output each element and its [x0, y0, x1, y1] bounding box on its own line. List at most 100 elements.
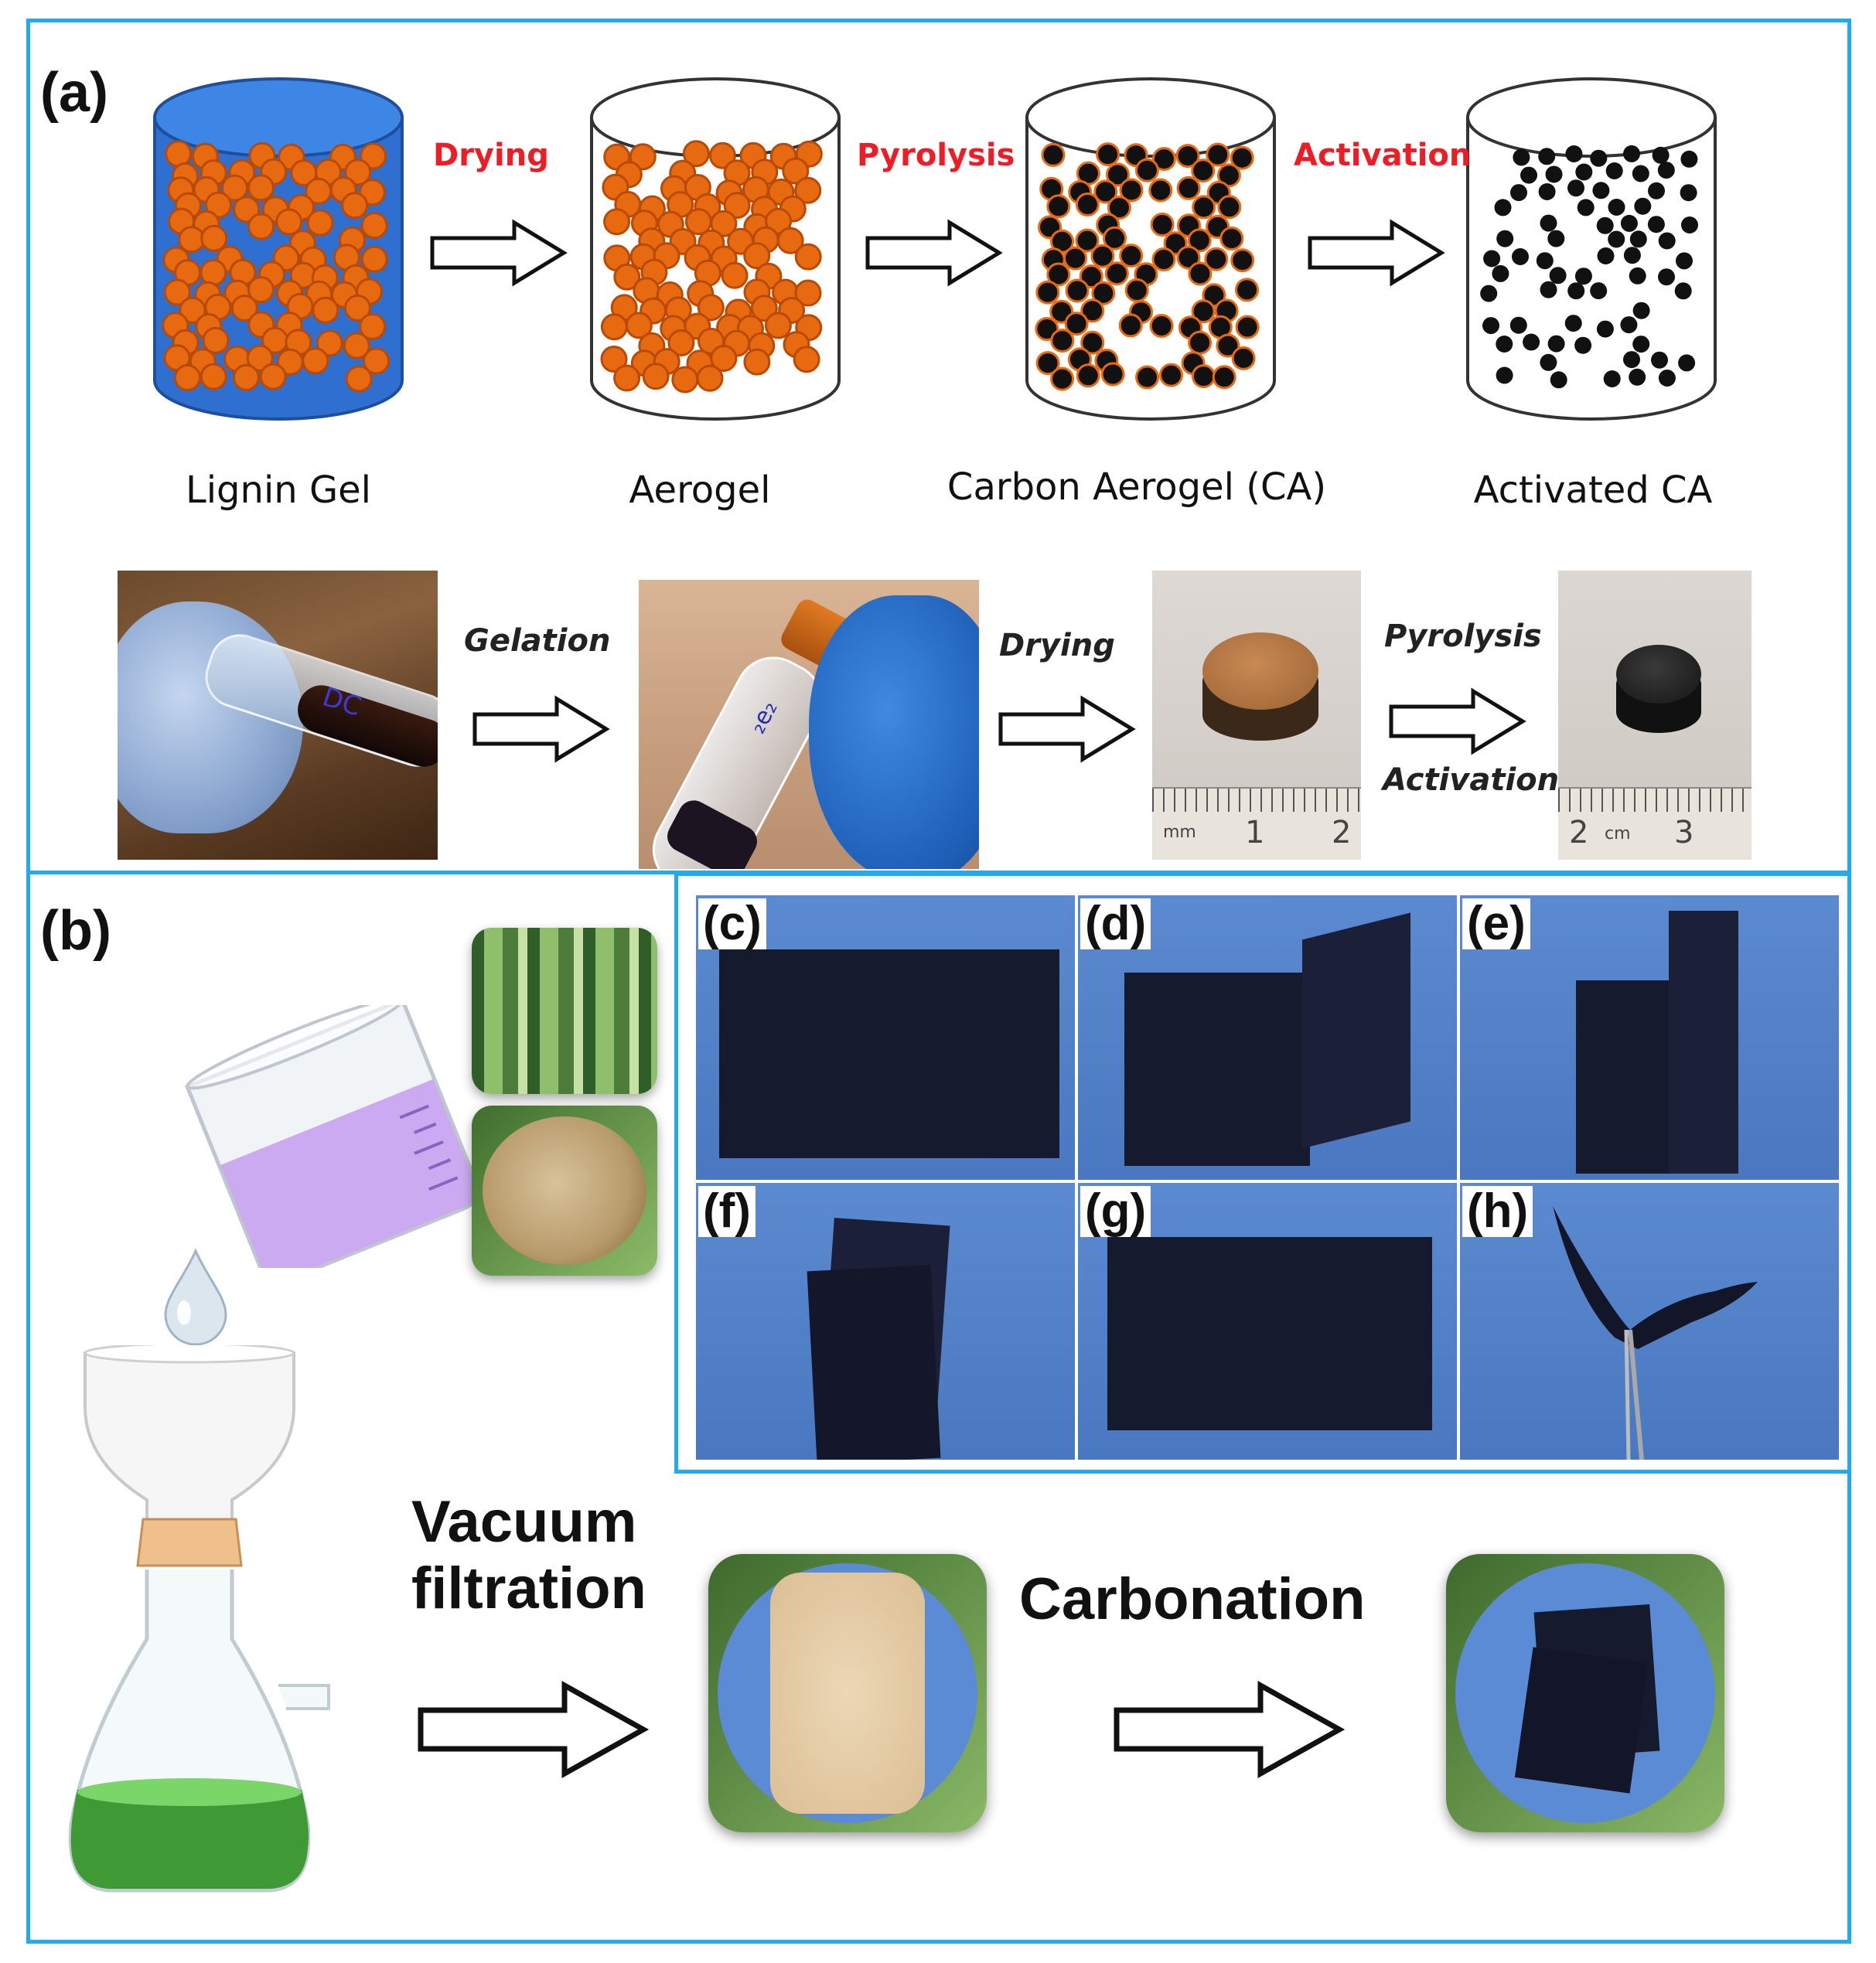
particle [723, 192, 751, 220]
glove-hand-2 [809, 595, 979, 869]
particle [1107, 196, 1131, 220]
particle [341, 192, 369, 220]
sublabel-d: (d) [1080, 898, 1151, 949]
particle [1632, 336, 1650, 353]
stage-label-aerogel: Aerogel [629, 469, 771, 512]
step-label-carbonation: Carbonation [1019, 1566, 1366, 1632]
particle [1096, 142, 1120, 167]
particle [1590, 149, 1608, 167]
photo-aerogel-vial: ₂e₂ [639, 580, 979, 869]
photo-e [1460, 895, 1839, 1180]
sheet-g [1107, 1237, 1432, 1430]
particle [1176, 176, 1201, 200]
particle [1219, 227, 1244, 250]
particle [360, 212, 388, 240]
particle [1134, 158, 1159, 182]
stage-label-lignin-gel: Lignin Gel [185, 469, 372, 512]
particle [1564, 315, 1582, 332]
particle [1076, 363, 1100, 388]
particle [1124, 278, 1149, 302]
ruler-tick-label-1: 1 [1245, 815, 1265, 850]
particle [1603, 370, 1621, 387]
particle [1681, 216, 1698, 233]
particle [1512, 248, 1529, 265]
particle [1680, 150, 1698, 168]
particle [750, 295, 778, 322]
beaker-aerogel [590, 77, 841, 421]
arrow-vacuum-filtration [418, 1681, 650, 1778]
particle [1090, 244, 1115, 268]
particle [1188, 330, 1213, 355]
particle [1492, 264, 1509, 282]
particle [1574, 268, 1592, 285]
particle [363, 347, 391, 375]
particle [1204, 247, 1229, 271]
sublabel-e: (e) [1462, 898, 1530, 949]
particle [1192, 195, 1216, 220]
ruler-tick-label-4: 3 [1674, 815, 1694, 850]
particle [1188, 261, 1213, 286]
particle [1135, 365, 1159, 390]
photo-step-drying: Drying [999, 628, 1115, 663]
sheet-c [719, 949, 1059, 1158]
carbon-particles [1035, 142, 1260, 391]
particle [629, 143, 657, 171]
ruler-unit-1: mm [1163, 823, 1196, 842]
particle [1151, 147, 1176, 172]
ruler-ticks-2 [1558, 789, 1752, 812]
particle [1605, 162, 1623, 179]
particle [1509, 316, 1527, 334]
particle [1148, 178, 1173, 203]
particle [1658, 268, 1675, 286]
particle [1596, 320, 1614, 338]
particle [1577, 199, 1595, 216]
particle [1079, 264, 1103, 289]
particle [1150, 213, 1175, 237]
particle [173, 364, 201, 391]
particle [360, 142, 387, 170]
particle [1536, 252, 1554, 270]
particle [246, 344, 274, 372]
particle [1046, 262, 1071, 287]
droplet-icon [164, 1248, 227, 1346]
particle [1657, 162, 1675, 179]
particle [1538, 183, 1556, 200]
particle [708, 141, 736, 169]
particle [1496, 336, 1513, 353]
particle [1046, 194, 1071, 219]
carbon-sheet-thumbnail [1446, 1554, 1724, 1832]
particle [613, 364, 641, 392]
particle [316, 329, 343, 357]
particle [1632, 165, 1649, 182]
particle [360, 245, 388, 273]
particle [764, 312, 792, 339]
particle [667, 329, 695, 356]
particle [1103, 226, 1127, 250]
particle [247, 213, 275, 240]
particle [1050, 366, 1075, 391]
particle [1191, 364, 1216, 389]
particle [1620, 316, 1638, 334]
particle [1634, 197, 1652, 215]
particle [1191, 299, 1216, 324]
particle [794, 279, 822, 307]
particle [1118, 313, 1143, 338]
ruler-2: 2 cm 3 [1558, 787, 1752, 860]
filter-membrane-thumbnail [708, 1554, 987, 1832]
particle [1567, 282, 1585, 300]
particle [1623, 145, 1640, 162]
photo-step-pyrolysis: Pyrolysis [1384, 619, 1542, 654]
activated-particles [1480, 145, 1698, 389]
particle [721, 261, 749, 289]
particle [1064, 312, 1089, 336]
photo-h [1460, 1183, 1839, 1460]
particle [1119, 178, 1144, 203]
particle [1608, 199, 1625, 216]
beaker-carbon-aerogel [1025, 77, 1276, 421]
particle [793, 346, 820, 373]
particle [1075, 228, 1100, 253]
pouring-beaker [184, 1005, 479, 1268]
panel-label-b: (b) [40, 900, 111, 962]
photo-f [696, 1183, 1075, 1460]
photo-step-gelation: Gelation [464, 623, 611, 659]
